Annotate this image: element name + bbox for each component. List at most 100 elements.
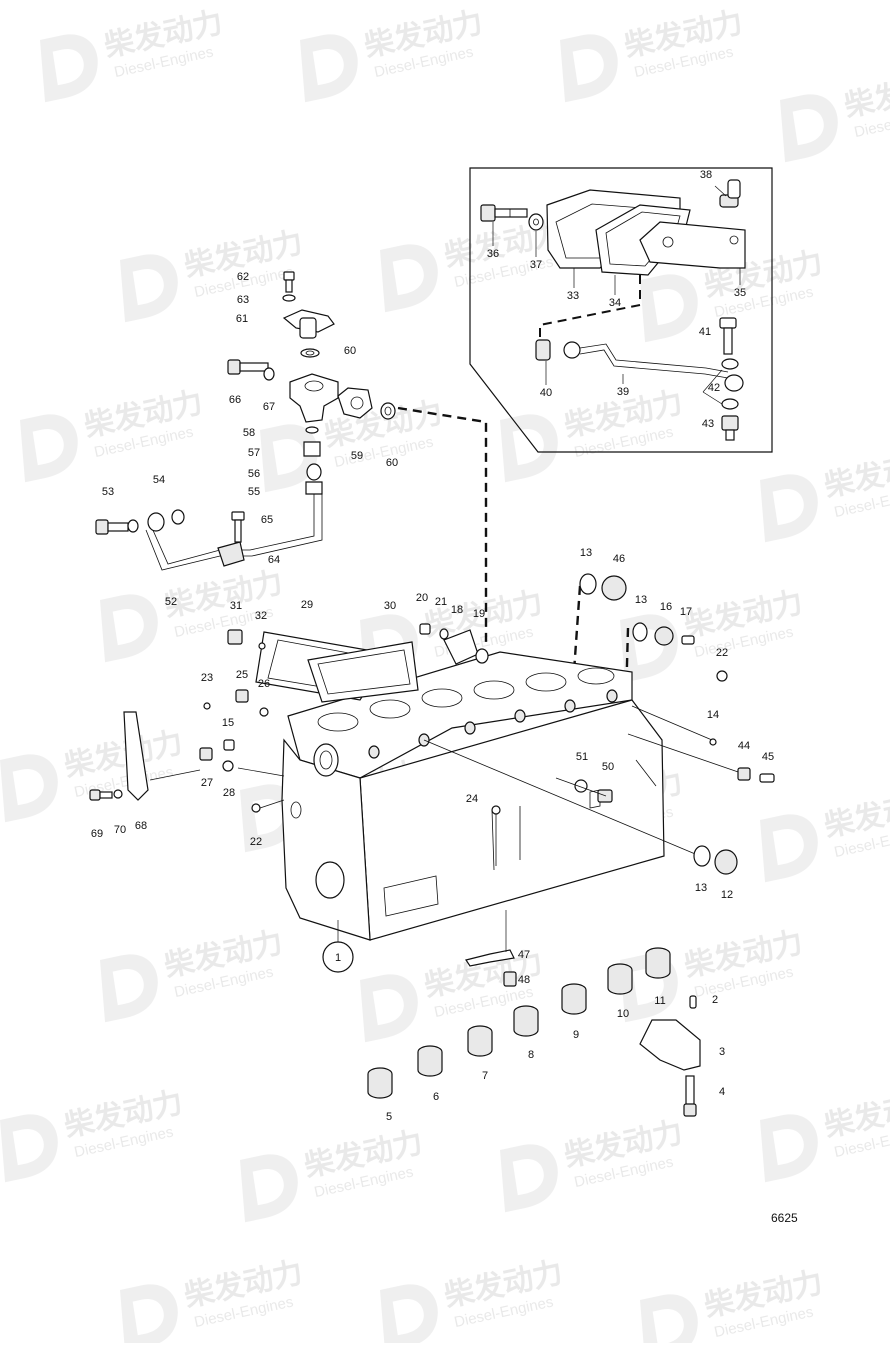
watermark-logo-icon — [640, 274, 698, 343]
part-label-56: 56 — [248, 468, 260, 480]
part-label-47: 47 — [518, 949, 530, 961]
part-label-36: 36 — [487, 248, 499, 260]
part-label-70: 70 — [114, 824, 126, 836]
part-label-61: 61 — [236, 313, 248, 325]
cylinder-block — [281, 651, 665, 941]
watermark-logo-icon — [360, 974, 418, 1043]
watermark-logo-icon — [500, 1144, 558, 1213]
watermark-logo-icon — [260, 424, 318, 493]
bracket-68 — [123, 711, 149, 801]
part-label-22: 22 — [250, 836, 262, 848]
assembly-ref-label: 1 — [335, 952, 341, 964]
watermark-logo-icon — [380, 1284, 438, 1348]
part-label-7: 7 — [482, 1070, 488, 1082]
part-label-4: 4 — [719, 1086, 725, 1098]
watermark-logo-icon — [760, 474, 818, 543]
part-label-58: 58 — [243, 427, 255, 439]
washer-42a — [721, 358, 739, 370]
part-label-64: 64 — [268, 554, 280, 566]
part-label-31: 31 — [230, 600, 242, 612]
part-label-32: 32 — [255, 610, 267, 622]
part-label-44: 44 — [738, 740, 750, 752]
assembly-ref-marker: 1 — [322, 920, 354, 973]
part-label-24: 24 — [466, 793, 478, 805]
part-label-68: 68 — [135, 820, 147, 832]
part-label-67: 67 — [263, 401, 275, 413]
part-label-26: 26 — [258, 678, 270, 690]
part-label-53: 53 — [102, 486, 114, 498]
part-label-57: 57 — [248, 447, 260, 459]
inset-detail-box — [469, 167, 773, 453]
watermark-brand: 柴发动力 — [841, 66, 890, 123]
part-label-14: 14 — [707, 709, 719, 721]
watermark-logo-icon — [640, 1294, 698, 1348]
adapter-43 — [721, 415, 739, 441]
part-label-55: 55 — [248, 486, 260, 498]
cylinder-bores — [317, 667, 615, 732]
part-label-65: 65 — [261, 514, 273, 526]
part-label-69: 69 — [91, 828, 103, 840]
part-label-25: 25 — [236, 669, 248, 681]
core-plug-holes — [368, 689, 618, 759]
watermark-logo-icon — [240, 1154, 298, 1223]
watermark-logo-icon — [0, 1114, 58, 1183]
part-label-9: 9 — [573, 1029, 579, 1041]
part-label-60: 60 — [386, 457, 398, 469]
part-label-60: 60 — [344, 345, 356, 357]
bolt-41 — [719, 317, 737, 355]
part-label-18: 18 — [451, 604, 463, 616]
part-label-62: 62 — [237, 271, 249, 283]
watermark-logo-icon — [560, 34, 618, 103]
bracket-47 — [465, 949, 515, 967]
plate-35 — [639, 221, 746, 285]
part-label-15: 15 — [222, 717, 234, 729]
part-label-52: 52 — [165, 596, 177, 608]
part-label-10: 10 — [617, 1008, 629, 1020]
part-label-20: 20 — [416, 592, 428, 604]
part-label-16: 16 — [660, 601, 672, 613]
part-label-42: 42 — [708, 382, 720, 394]
part-label-13: 13 — [635, 594, 647, 606]
elbow-38 — [714, 179, 741, 208]
part-label-22: 22 — [716, 647, 728, 659]
part-label-50: 50 — [602, 761, 614, 773]
part-label-54: 54 — [153, 474, 165, 486]
part-label-34: 34 — [609, 297, 621, 309]
part-label-21: 21 — [435, 596, 447, 608]
part-label-12: 12 — [721, 889, 733, 901]
main-bearings — [367, 947, 671, 1099]
part-label-33: 33 — [567, 290, 579, 302]
part-label-37: 37 — [530, 259, 542, 271]
watermark-logo-icon — [100, 954, 158, 1023]
part-label-43: 43 — [702, 418, 714, 430]
part-label-39: 39 — [617, 386, 629, 398]
fitting-40 — [535, 339, 551, 385]
watermark-logo-icon — [120, 1284, 178, 1348]
part-label-23: 23 — [201, 672, 213, 684]
part-label-41: 41 — [699, 326, 711, 338]
part-label-8: 8 — [528, 1049, 534, 1061]
seal-19 — [475, 648, 489, 664]
